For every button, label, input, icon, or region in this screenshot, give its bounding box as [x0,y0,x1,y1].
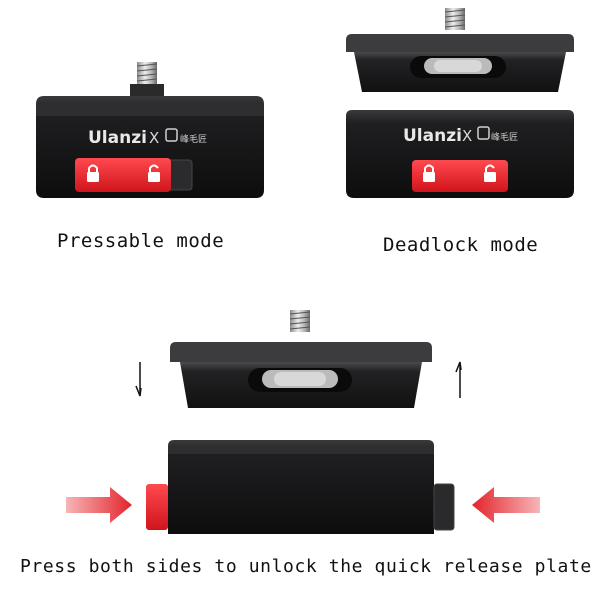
svg-text:X: X [462,127,472,145]
lock-button-pressable [75,158,171,192]
caption-press-both-sides: Press both sides to unlock the quick rel… [20,556,592,577]
right-release-button [433,483,455,531]
unlock-icon [484,164,496,182]
arrow-down-icon [135,362,142,397]
brand-logo: Ulanzi [88,128,147,148]
lock-icon [87,164,99,182]
caption-pressable-mode: Pressable mode [57,230,225,252]
svg-text:X: X [149,129,159,147]
deadlock-plate [346,7,574,92]
arrow-up-icon [455,361,462,398]
svg-text:峰毛匠: 峰毛匠 [180,133,207,145]
release-plate [170,309,432,408]
arrow-right-icon [66,487,132,523]
lock-icon [423,164,435,182]
deadlock-clamp: Ulanzi X 峰毛匠 [346,110,574,198]
svg-text:Ulanzi: Ulanzi [403,126,462,146]
svg-text:峰毛匠: 峰毛匠 [491,131,518,143]
clamp-body-side [146,440,455,534]
lock-button-deadlock [412,160,508,192]
left-release-button [146,484,168,530]
arrow-left-icon [472,487,540,523]
caption-deadlock-mode: Deadlock mode [383,234,539,256]
unlock-icon [148,164,160,182]
pressable-clamp: Ulanzi X 峰毛匠 [36,61,264,198]
